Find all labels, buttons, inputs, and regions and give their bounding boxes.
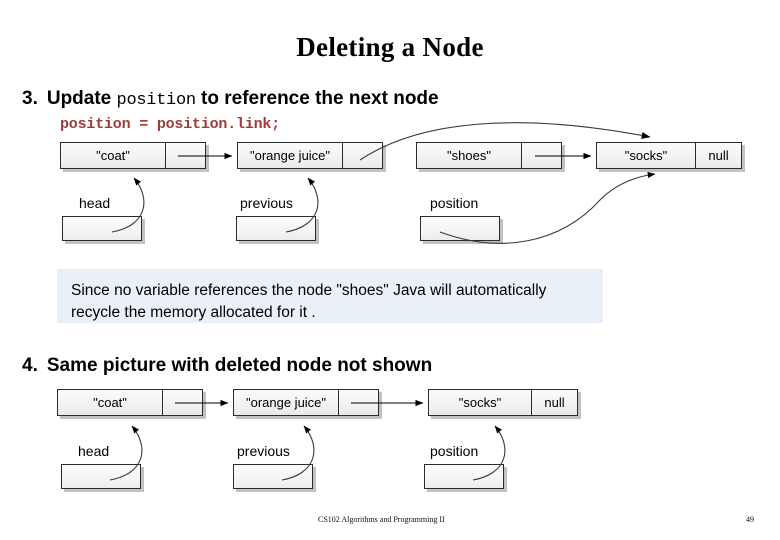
step-3-inline-code: position: [116, 91, 197, 110]
step-4-number: 4.: [22, 355, 38, 376]
var-box-position-bottom: [424, 464, 504, 489]
page-title: Deleting a Node: [296, 32, 484, 62]
node-socks-top-data: "socks": [624, 148, 668, 163]
var-label-head-top: head: [79, 195, 111, 211]
node-coat-top: "coat": [60, 142, 206, 169]
node-coat-bottom-link: [162, 390, 202, 415]
var-box-head-top: [62, 216, 142, 241]
node-shoes-top-data: "shoes": [447, 148, 491, 163]
node-orange-juice-bottom-data: "orange juice": [245, 395, 327, 410]
var-box-previous-bottom: [233, 464, 313, 489]
node-coat-top-link: [165, 143, 205, 168]
node-coat-bottom-data: "coat": [93, 395, 127, 410]
step-3-heading: 3. Update position to reference the next …: [22, 88, 439, 110]
node-socks-bottom-link: null: [531, 390, 577, 415]
node-orange-juice-top: "orange juice": [237, 142, 383, 169]
step-4-heading: 4. Same picture with deleted node not sho…: [22, 355, 432, 377]
step-3-text-before: Update: [46, 88, 112, 109]
var-box-position-top: [420, 216, 500, 241]
note-line-2: recycle the memory allocated for it .: [71, 304, 316, 322]
var-label-position-top: position: [430, 195, 479, 211]
node-orange-juice-bottom: "orange juice": [233, 389, 379, 416]
note-line-1: Since no variable references the node "s…: [71, 282, 547, 299]
node-shoes-top-link: [521, 143, 561, 168]
step-4-text: Same picture with deleted node not shown: [46, 355, 433, 376]
step-3-text-after: to reference the next node: [201, 88, 439, 109]
node-orange-juice-top-link: [342, 143, 382, 168]
var-label-head-bottom: head: [78, 443, 110, 459]
footer-page-number: 49: [746, 515, 754, 524]
footer-course-label: CS102 Algorithms and Programming II: [318, 515, 445, 524]
note-box: Since no variable references the node "s…: [57, 269, 603, 323]
step-3-code-line: position = position.link;: [60, 116, 281, 133]
node-coat-bottom: "coat": [57, 389, 203, 416]
var-label-previous-bottom: previous: [237, 443, 290, 459]
step-3-number: 3.: [22, 88, 38, 109]
node-socks-bottom-data: "socks": [458, 395, 502, 410]
node-socks-top: "socks" null: [596, 142, 742, 169]
var-label-position-bottom: position: [430, 443, 479, 459]
var-label-previous-top: previous: [240, 195, 293, 211]
var-box-head-bottom: [61, 464, 141, 489]
node-socks-top-link: null: [695, 143, 741, 168]
var-box-previous-top: [236, 216, 316, 241]
node-shoes-top: "shoes": [416, 142, 562, 169]
node-coat-top-data: "coat": [96, 148, 130, 163]
node-orange-juice-top-data: "orange juice": [249, 148, 331, 163]
node-orange-juice-bottom-link: [338, 390, 378, 415]
node-socks-bottom: "socks" null: [428, 389, 578, 416]
